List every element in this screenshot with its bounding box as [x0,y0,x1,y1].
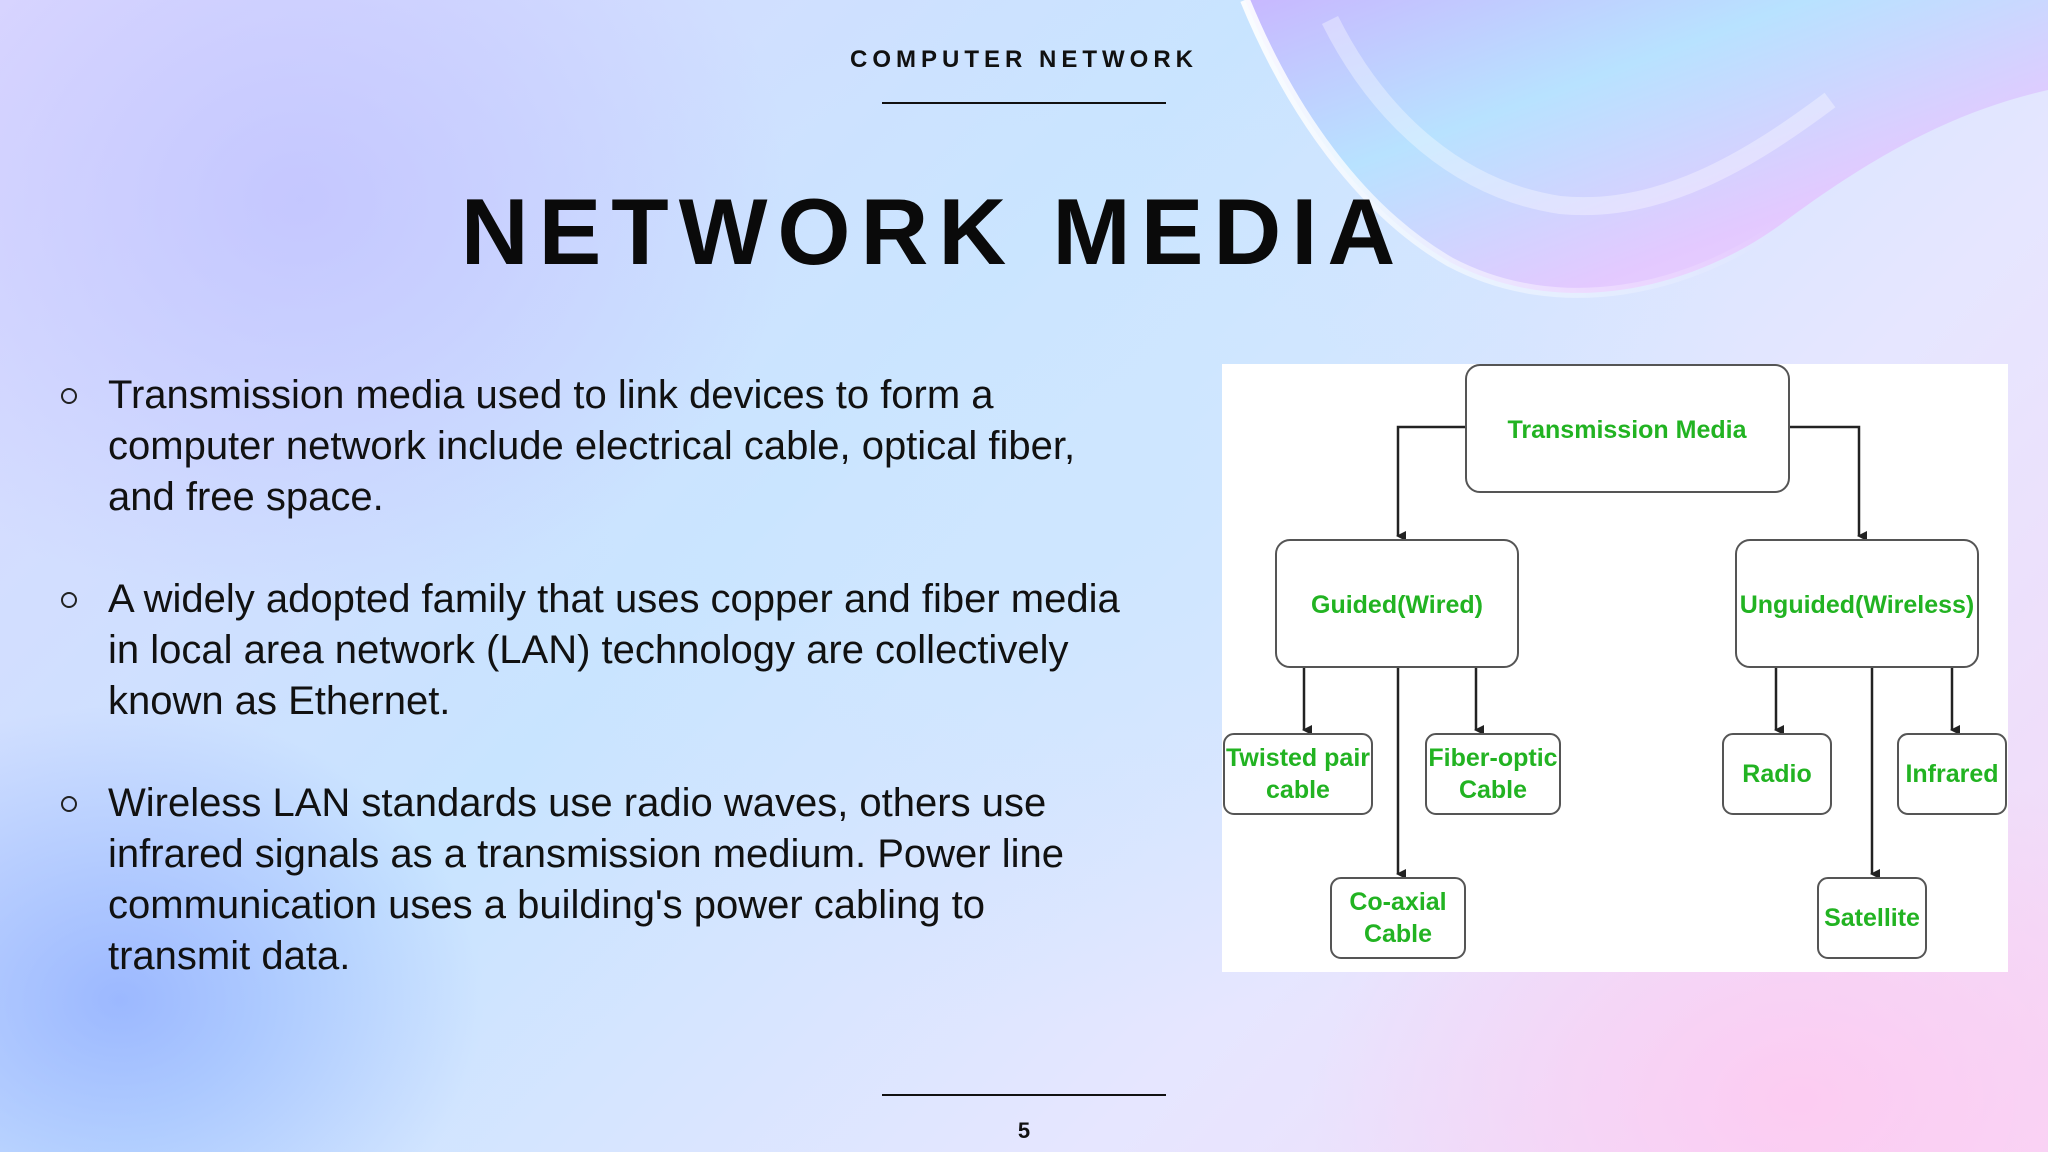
bullet-item: A widely adopted family that uses copper… [58,574,1138,727]
label-radio: Radio [1742,760,1811,788]
node-twisted-pair [1223,733,1373,815]
bullet-item: Wireless LAN standards use radio waves, … [58,778,1138,982]
label-transmission-media: Transmission Media [1508,416,1748,444]
bullet-text: A widely adopted family that uses copper… [108,577,1120,723]
bullet-list: Transmission media used to link devices … [58,370,1138,1033]
node-infrared [1897,733,2007,815]
label-unguided: Unguided(Wireless) [1740,591,1975,619]
label-fiber-optic-line2: Cable [1459,776,1527,804]
node-radio [1722,733,1832,815]
node-guided [1275,539,1519,668]
node-satellite [1817,877,1927,959]
node-transmission-media [1465,364,1790,493]
label-guided: Guided(Wired) [1311,591,1483,619]
footer-divider [882,1094,1166,1096]
circle-bullet-icon [61,388,77,404]
diagram-svg: Transmission Media Guided(Wired) Unguide… [1223,364,2007,959]
label-twisted-pair-line1: Twisted pair [1226,744,1370,772]
node-unguided [1735,539,1979,668]
page-number: 5 [1017,1118,1031,1143]
circle-bullet-icon [61,796,77,812]
header-label: COMPUTER NETWORK [850,46,1198,73]
label-fiber-optic-line1: Fiber-optic [1428,744,1557,772]
circle-bullet-icon [61,592,77,608]
label-satellite: Satellite [1824,904,1920,932]
diagram-connectors [1302,425,1960,879]
transmission-media-diagram: Transmission Media Guided(Wired) Unguide… [1222,364,2008,972]
header-divider [882,102,1166,104]
bullet-text: Wireless LAN standards use radio waves, … [108,781,1064,978]
label-coaxial-line1: Co-axial [1349,888,1446,916]
node-coaxial [1330,877,1466,959]
bullet-text: Transmission media used to link devices … [108,373,1076,519]
bullet-item: Transmission media used to link devices … [58,370,1138,523]
node-fiber-optic [1425,733,1561,815]
label-infrared: Infrared [1905,760,1998,788]
slide-title: NETWORK MEDIA [460,179,1406,284]
label-coaxial-line2: Cable [1364,920,1432,948]
label-twisted-pair-line2: cable [1266,776,1330,804]
